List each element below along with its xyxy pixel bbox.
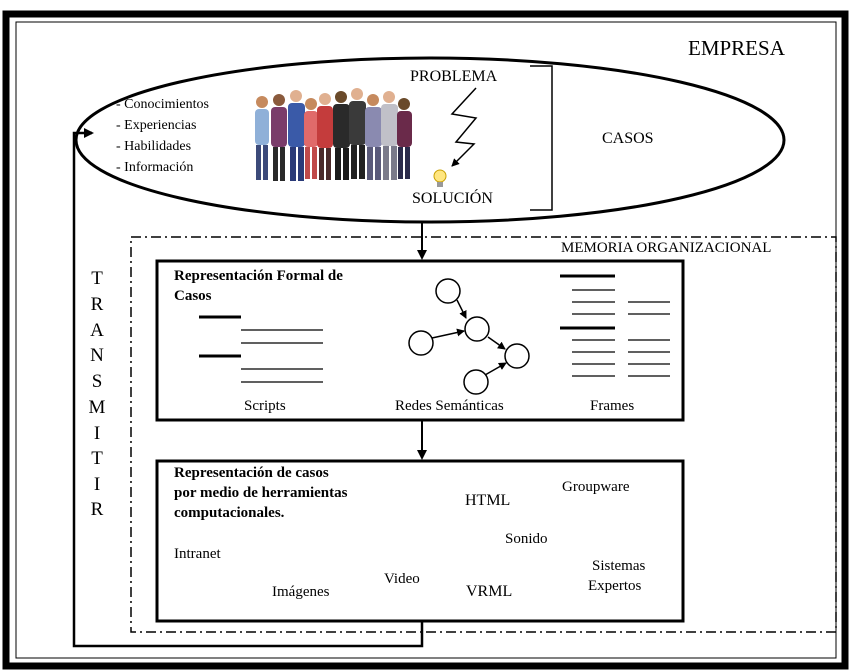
semantic-network-graphic: [408, 278, 530, 395]
problema-label: PROBLEMA: [410, 68, 498, 85]
knowledge-item: - Habilidades: [116, 139, 192, 154]
solucion-label: SOLUCIÓN: [412, 190, 493, 207]
tools-box-title-3: computacionales.: [174, 505, 285, 521]
transmitir-letter: N: [90, 345, 104, 366]
transmitir-letter: I: [93, 423, 101, 444]
groupware-label: Groupware: [562, 479, 630, 495]
lightbulb-icon: [433, 169, 447, 187]
knowledge-item: - Experiencias: [116, 118, 197, 133]
expertos-label: Expertos: [588, 578, 642, 594]
video-label: Video: [384, 571, 420, 587]
outer-frame: [2, 10, 849, 670]
sistemas-label: Sistemas: [592, 558, 646, 574]
empresa-label: EMPRESA: [688, 36, 785, 60]
sonido-label: Sonido: [505, 531, 548, 547]
vrml-label: VRML: [466, 583, 513, 600]
casos-bracket: [530, 65, 553, 211]
lightning-icon: [450, 87, 478, 167]
memoria-frame: [130, 236, 837, 633]
formal-box-title: Representación Formal de: [174, 268, 343, 284]
transmitir-letter: S: [91, 371, 103, 392]
transmitir-letter: R: [90, 499, 104, 520]
people-group-icon: [255, 88, 412, 181]
tools-box-title-2: por medio de herramientas: [174, 485, 348, 501]
imagenes-label: Imágenes: [272, 584, 330, 600]
casos-label: CASOS: [602, 130, 654, 147]
transmitir-letter: T: [91, 448, 103, 469]
formal-box-title-2: Casos: [174, 288, 212, 304]
transmitir-letter: I: [93, 474, 101, 495]
intranet-label: Intranet: [174, 546, 221, 562]
memoria-label: MEMORIA ORGANIZACIONAL: [561, 240, 772, 256]
frames-graphic: [560, 274, 670, 377]
knowledge-item: - Conocimientos: [116, 97, 209, 112]
empresa-ellipse: [74, 56, 786, 224]
knowledge-item: - Información: [116, 160, 194, 175]
tools-box-title: Representación de casos: [174, 465, 329, 481]
tools-box: [155, 459, 685, 623]
frames-label: Frames: [590, 398, 635, 414]
scripts-graphic: [199, 315, 323, 383]
transmitir-letter: R: [90, 294, 104, 315]
scripts-label: Scripts: [244, 398, 286, 414]
transmitir-loop: [72, 128, 424, 648]
transmitir-letter: T: [91, 268, 103, 289]
redes-semanticas-label: Redes Semánticas: [395, 398, 504, 414]
transmitir-letter: A: [90, 320, 104, 341]
html-label: HTML: [465, 492, 511, 509]
transmitir-letter: M: [88, 397, 106, 418]
